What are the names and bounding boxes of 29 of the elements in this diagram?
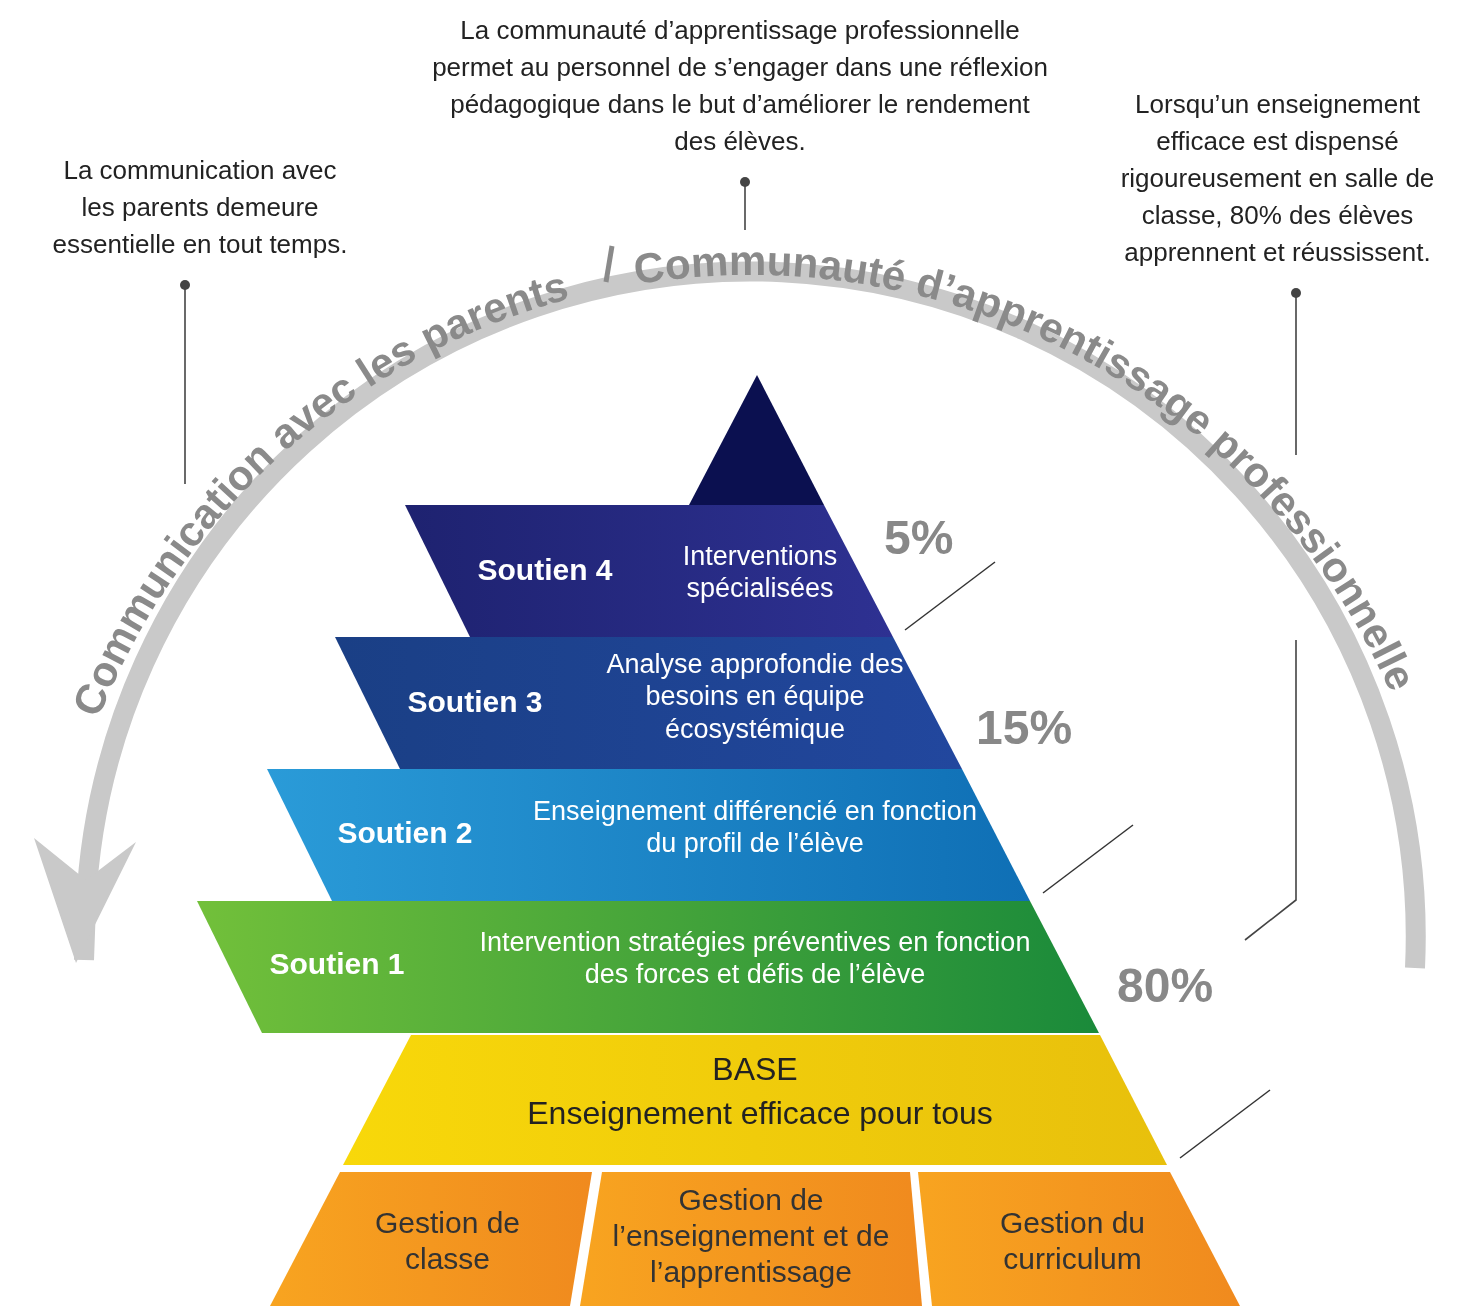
percent-label: 5%	[884, 510, 954, 565]
foundation-block	[580, 1172, 922, 1306]
callout-note: Lorsqu’un enseignement efficace est dispensé rigoureusement en salle de classe, 80% des élèves apprennent et réussissent.	[1090, 86, 1465, 271]
percent-label: 15%	[976, 700, 1073, 755]
leader-line	[1244, 288, 1301, 941]
callout-note: La communauté d’apprentissage professionnelle permet au personnel de s’engager dans une réflexion pédagogique dans le but d’améliorer le rendement des élèves.	[430, 12, 1050, 160]
tier-description: Enseignement différencié en fonction du profil de l’élève	[532, 795, 978, 860]
percent-label: 80%	[1117, 958, 1214, 1013]
pyramid-tier	[267, 769, 1030, 901]
pyramid-tier	[197, 901, 1099, 1033]
tier-description: Analyse approfondie des besoins en équipe écosystémique	[605, 648, 905, 746]
tier-title: Soutien 2	[336, 815, 474, 851]
foundation-block	[270, 1172, 592, 1306]
tier-title: Soutien 3	[406, 684, 544, 720]
tier-description: Intervention stratégies préventives en fonction des forces et défis de l’élève	[478, 926, 1032, 991]
leader-line	[740, 177, 750, 231]
tier-description: Gestion de l’enseignement et de l’apprentissage	[611, 1182, 891, 1290]
tier-description: Gestion du curriculum	[998, 1205, 1147, 1277]
tier-description: Gestion de classe	[373, 1205, 522, 1277]
tier-title: Soutien 4	[476, 552, 614, 588]
foundation-block	[918, 1172, 1240, 1306]
pyramid-base-tier	[343, 1035, 1167, 1165]
tier-description: BASE	[711, 1050, 799, 1089]
pyramid-tier	[335, 637, 962, 769]
tier-description: Enseignement efficace pour tous	[526, 1094, 994, 1133]
leader-line	[180, 280, 190, 485]
callout-note: La communication avec les parents demeure essentielle en tout temps.	[45, 152, 355, 263]
tier-title: Soutien 1	[268, 946, 406, 982]
tier-description: Interventions spécialisées	[681, 540, 839, 605]
